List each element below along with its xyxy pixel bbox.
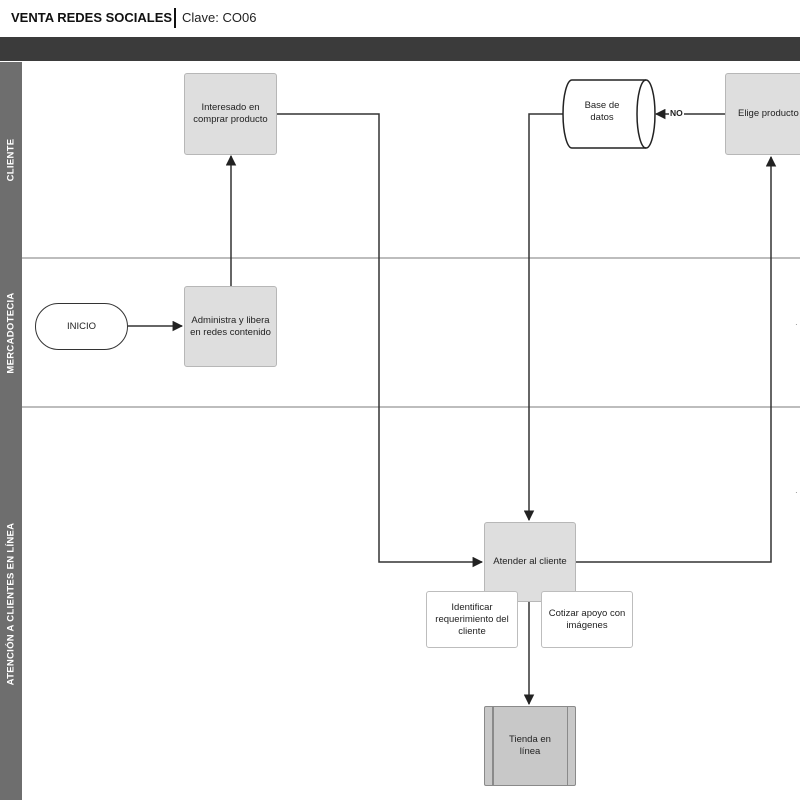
edge-stub-right-2: · <box>795 488 798 497</box>
node-atender-label: Atender al cliente <box>493 556 567 567</box>
diagram-header: VENTA REDES SOCIALES Clave: CO06 <box>0 0 800 36</box>
lane-divider-2 <box>22 406 800 408</box>
edge-atender-elige <box>576 155 777 563</box>
lane-divider-1 <box>22 257 800 259</box>
node-inicio-label: INICIO <box>66 320 97 332</box>
pool-header-bar <box>0 37 800 61</box>
lane-label-mercadotecnia: MERCADOTECIA <box>0 258 22 408</box>
diagram-title: VENTA REDES SOCIALES <box>11 10 173 25</box>
node-elige-label: Elige producto <box>738 108 799 119</box>
node-base-datos-label: Base de datos <box>584 100 620 123</box>
node-tienda[interactable]: Tienda en línea <box>484 706 576 786</box>
node-administra-label: Administra y libera en redes contenido <box>190 314 271 338</box>
node-elige[interactable]: Elige producto <box>725 73 800 155</box>
edge-stub-right: · <box>795 320 798 329</box>
node-inicio[interactable]: INICIO <box>35 303 128 350</box>
note-identificar[interactable]: Identificar requerimiento del cliente <box>426 591 518 648</box>
node-interesado[interactable]: Interesado en comprar producto <box>184 73 277 155</box>
edge-interesado-atender <box>277 113 484 568</box>
lane-label-atencion: ATENCIÓN A CLIENTES EN LÍNEA <box>0 408 22 800</box>
note-cotizar-label: Cotizar apoyo con imágenes <box>548 607 626 631</box>
database-shape <box>562 79 656 149</box>
node-atender[interactable]: Atender al cliente <box>484 522 576 602</box>
node-tienda-label: Tienda en línea <box>509 734 551 757</box>
note-cotizar[interactable]: Cotizar apoyo con imágenes <box>541 591 633 648</box>
node-base-datos[interactable]: Base de datos <box>572 100 632 124</box>
diagram-code: Clave: CO06 <box>182 10 257 25</box>
edge-label-no: NO <box>669 108 684 118</box>
edge-basedatos-atender <box>523 113 565 522</box>
node-interesado-label: Interesado en comprar producto <box>193 102 268 125</box>
title-separator <box>174 8 176 28</box>
node-administra[interactable]: Administra y libera en redes contenido <box>184 286 277 367</box>
lane-label-cliente: CLIENTE <box>0 62 22 258</box>
note-identificar-label: Identificar requerimiento del cliente <box>435 601 509 637</box>
